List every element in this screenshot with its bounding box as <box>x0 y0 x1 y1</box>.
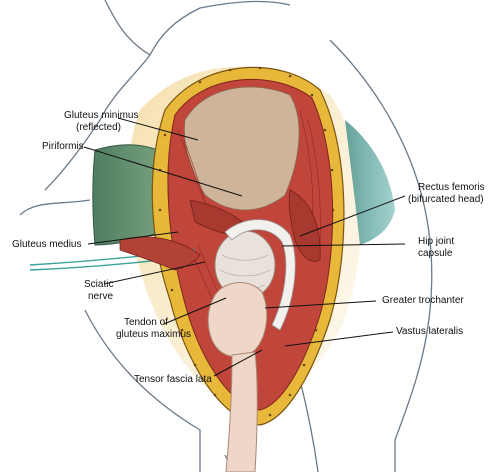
label-tensor-fascia-lata: Tensor fascia lata <box>134 374 212 385</box>
leader-lines <box>83 117 406 377</box>
leader-tensor-fascia-lata <box>213 349 263 377</box>
labels: Gluteus minimus (reflected) Piriformis G… <box>12 110 487 385</box>
label-hip-joint-capsule: Hip joint capsule <box>418 236 457 259</box>
leader-rectus-femoris <box>299 195 406 237</box>
gluteus-minimus-reflected <box>184 86 300 211</box>
leader-sciatic-nerve <box>103 261 206 285</box>
leader-piriformis <box>83 146 243 197</box>
label-gluteus-medius: Gluteus medius <box>12 239 81 250</box>
label-sciatic-nerve: Sciatic nerve <box>84 279 116 302</box>
label-gluteus-minimus: Gluteus minimus (reflected) <box>64 110 141 133</box>
leader-gluteus-minimus <box>117 117 199 141</box>
label-rectus-femoris: Rectus femoris (bifurcated head) <box>408 182 487 205</box>
label-tendon-gluteus-maximus: Tendon of gluteus maximus <box>116 317 191 340</box>
leader-tendon-gluteus-maximus <box>163 297 227 325</box>
femur-shaft <box>225 351 258 472</box>
leader-hip-joint-capsule <box>281 243 406 247</box>
leader-vastus-lateralis <box>284 331 394 347</box>
greater-trochanter <box>207 282 268 358</box>
label-vastus-lateralis: Vastus lateralis <box>396 326 463 337</box>
leader-greater-trochanter <box>264 300 377 309</box>
label-greater-trochanter: Greater trochanter <box>382 295 464 306</box>
label-piriformis: Piriformis <box>42 141 84 152</box>
rectus-femoris-tendon <box>224 219 296 331</box>
rectus-femoris-muscle <box>288 189 321 262</box>
body-outline <box>19 0 433 472</box>
leader-gluteus-medius <box>87 231 179 245</box>
gluteus-maximus-tendon <box>119 236 201 271</box>
